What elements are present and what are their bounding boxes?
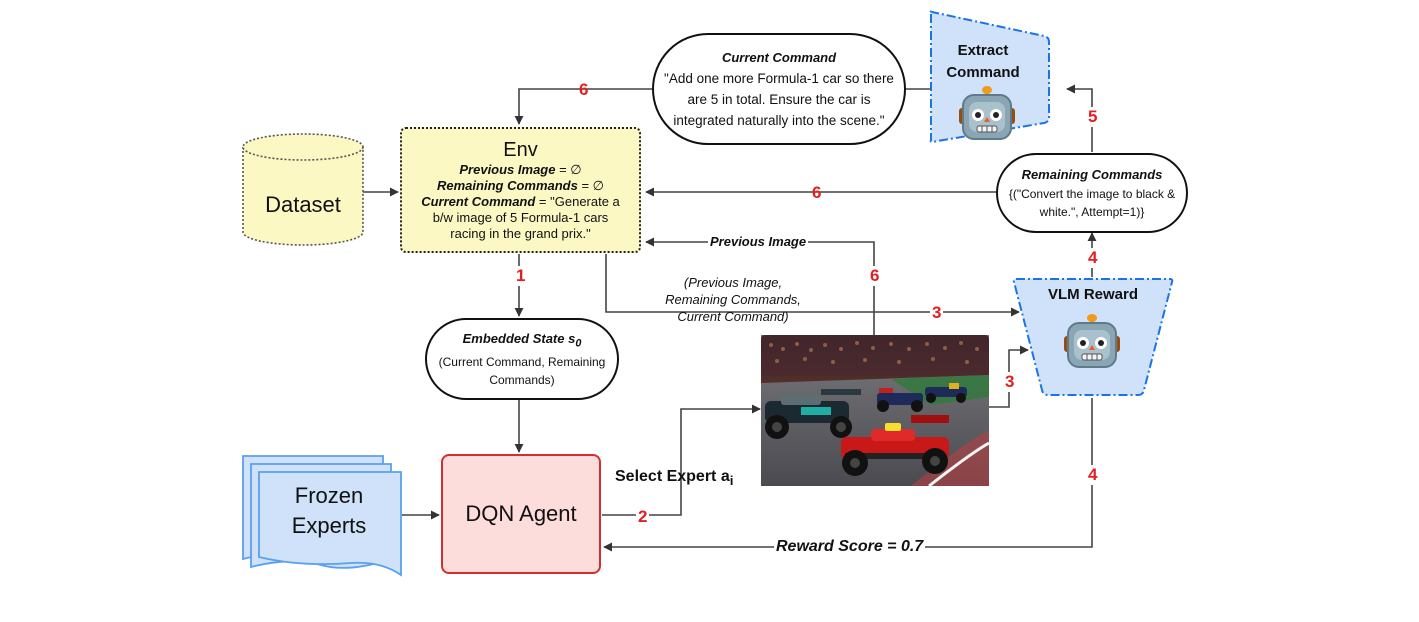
current-command-title: Current Command [721, 50, 837, 65]
robot-icon [1064, 314, 1120, 368]
dqn-agent-node: DQN Agent [441, 454, 601, 574]
remaining-commands-node: Remaining Commands {("Convert the image … [996, 153, 1188, 233]
arrow-vlm-dqn [603, 398, 1093, 552]
step-3-env: 3 [930, 303, 944, 323]
step-5: 5 [1086, 107, 1100, 127]
formula-1-race-image [761, 335, 989, 486]
current-command-line2: are 5 in total. Ensure the car is [687, 92, 871, 107]
step-4-reward: 4 [1086, 465, 1100, 485]
arrow-dqn-image [602, 404, 761, 516]
robot-icon [959, 86, 1015, 140]
env-current-command: Current Command = "Generate a [421, 194, 620, 209]
dataset-cylinder [242, 133, 364, 246]
arrow-current-command-env [514, 88, 652, 125]
env-box: Env Previous Image = ∅ Remaining Command… [400, 127, 641, 253]
env-current-command-line3: racing in the grand prix." [450, 226, 591, 241]
env-current-command-line2: b/w image of 5 Formula-1 cars [432, 210, 609, 225]
remaining-commands-line2: white.", Attempt=1)} [1039, 205, 1145, 219]
arrow-remaining-extract [1066, 84, 1093, 152]
env-remaining-commands: Remaining Commands = ∅ [437, 178, 604, 193]
vlm-reward-label: VLM Reward [1047, 285, 1138, 303]
embedded-state-title: Embedded State s0 [462, 330, 582, 350]
step-4-remaining: 4 [1086, 248, 1100, 268]
embedded-state-line2: Commands) [489, 373, 555, 388]
current-command-node: Current Command "Add one more Formula-1 … [652, 33, 906, 145]
env-previous-image: Previous Image = ∅ [459, 162, 582, 177]
select-expert-label: Select Expert ai [615, 468, 734, 489]
step-3-image: 3 [1003, 372, 1017, 392]
previous-image-label: Previous Image [708, 234, 809, 250]
step-2: 2 [636, 507, 650, 527]
step-6-previous-image: 6 [868, 266, 882, 286]
current-command-line1: "Add one more Formula-1 car so there [664, 71, 894, 86]
reward-score-label: Reward Score = 0.7 [774, 537, 926, 557]
current-command-line3: integrated naturally into the scene." [673, 113, 885, 128]
remaining-commands-title: Remaining Commands [1021, 167, 1163, 182]
frozen-experts-stack [242, 455, 402, 577]
step-6-remaining: 6 [812, 183, 822, 202]
arrow-env-vlm [605, 254, 1020, 317]
frozen-experts-label: Frozen Experts [291, 483, 367, 538]
embedded-state-node: Embedded State s0 (Current Command, Rema… [425, 318, 619, 400]
dataset-label: Dataset [265, 192, 341, 217]
remaining-commands-line1: {("Convert the image to black & [1008, 187, 1176, 201]
step-6-current-command: 6 [579, 80, 589, 99]
embedded-state-line1: (Current Command, Remaining [438, 355, 606, 370]
env-title: Env [503, 139, 538, 161]
extract-command-label: Extract Command [946, 42, 1020, 81]
step-1: 1 [514, 266, 528, 286]
state-triple-label: (Previous Image, Remaining Commands, Cur… [665, 275, 801, 324]
